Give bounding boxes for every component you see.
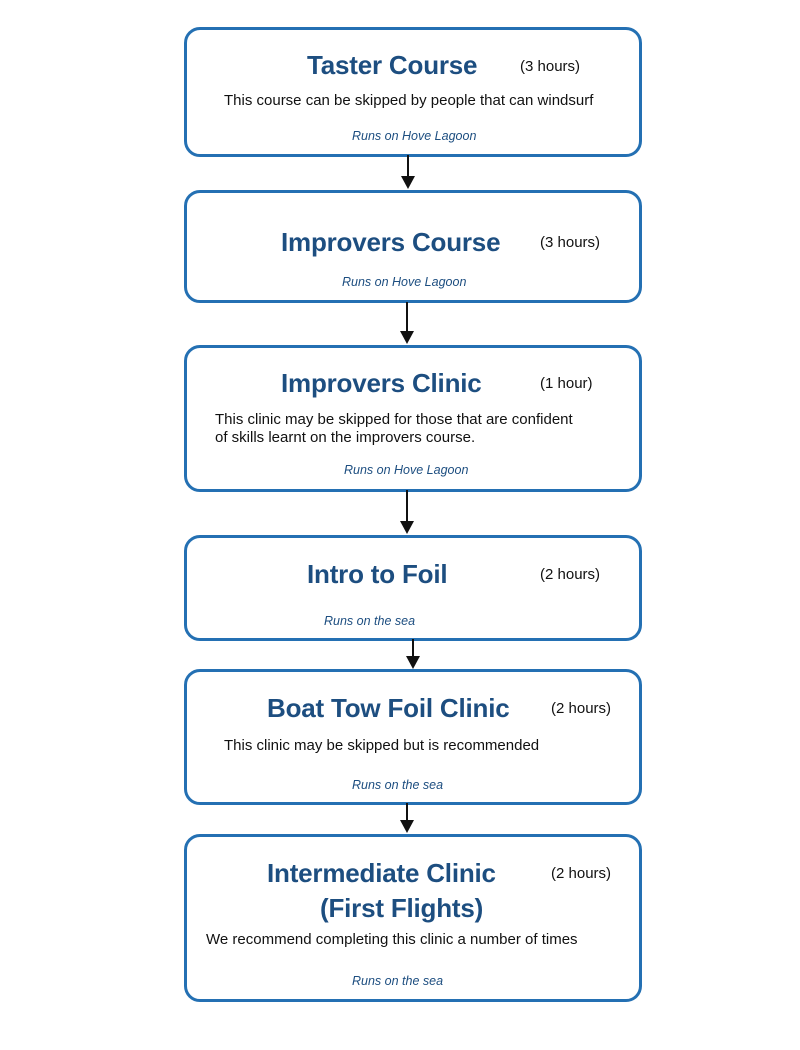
step-duration: (2 hours) bbox=[551, 700, 612, 717]
step-taster-course: Taster Course (3 hours) This course can … bbox=[184, 27, 642, 157]
step-title: Boat Tow Foil Clinic bbox=[267, 693, 510, 723]
step-title: Improvers Clinic bbox=[281, 368, 482, 398]
step-description: This clinic may be skipped but is recomm… bbox=[224, 737, 540, 754]
step-duration: (2 hours) bbox=[551, 865, 612, 882]
step-title: Intermediate Clinic bbox=[267, 858, 496, 888]
step-duration: (3 hours) bbox=[520, 58, 581, 75]
arrow-down-icon bbox=[400, 302, 414, 344]
arrow-down-icon bbox=[400, 803, 414, 833]
step-duration: (2 hours) bbox=[540, 566, 601, 583]
step-description: This clinic may be skipped for those tha… bbox=[215, 411, 573, 428]
step-description: We recommend completing this clinic a nu… bbox=[206, 931, 578, 948]
step-improvers-course: Improvers Course (3 hours) Runs on Hove … bbox=[184, 190, 642, 303]
step-location: Runs on the sea bbox=[324, 614, 416, 628]
step-title: Intro to Foil bbox=[307, 559, 448, 589]
step-intro-to-foil: Intro to Foil (2 hours) Runs on the sea bbox=[184, 535, 642, 641]
arrow-down-icon bbox=[406, 639, 420, 669]
step-location: Runs on Hove Lagoon bbox=[352, 129, 477, 143]
step-location: Runs on the sea bbox=[352, 778, 444, 792]
step-boat-tow-foil-clinic: Boat Tow Foil Clinic (2 hours) This clin… bbox=[184, 669, 642, 805]
step-location: Runs on Hove Lagoon bbox=[344, 463, 469, 477]
step-intermediate-clinic: Intermediate Clinic (First Flights) (2 h… bbox=[184, 834, 642, 1002]
step-description: of skills learnt on the improvers course… bbox=[215, 429, 476, 446]
step-description: This course can be skipped by people tha… bbox=[224, 92, 594, 109]
step-improvers-clinic: Improvers Clinic (1 hour) This clinic ma… bbox=[184, 345, 642, 492]
step-title: Improvers Course bbox=[281, 227, 501, 257]
step-title: Taster Course bbox=[307, 50, 478, 80]
step-location: Runs on Hove Lagoon bbox=[342, 275, 467, 289]
step-duration: (3 hours) bbox=[540, 234, 601, 251]
arrow-down-icon bbox=[401, 155, 415, 189]
arrow-down-icon bbox=[400, 490, 414, 534]
step-duration: (1 hour) bbox=[540, 375, 593, 392]
step-location: Runs on the sea bbox=[352, 974, 444, 988]
step-title-subtitle: (First Flights) bbox=[320, 893, 484, 923]
